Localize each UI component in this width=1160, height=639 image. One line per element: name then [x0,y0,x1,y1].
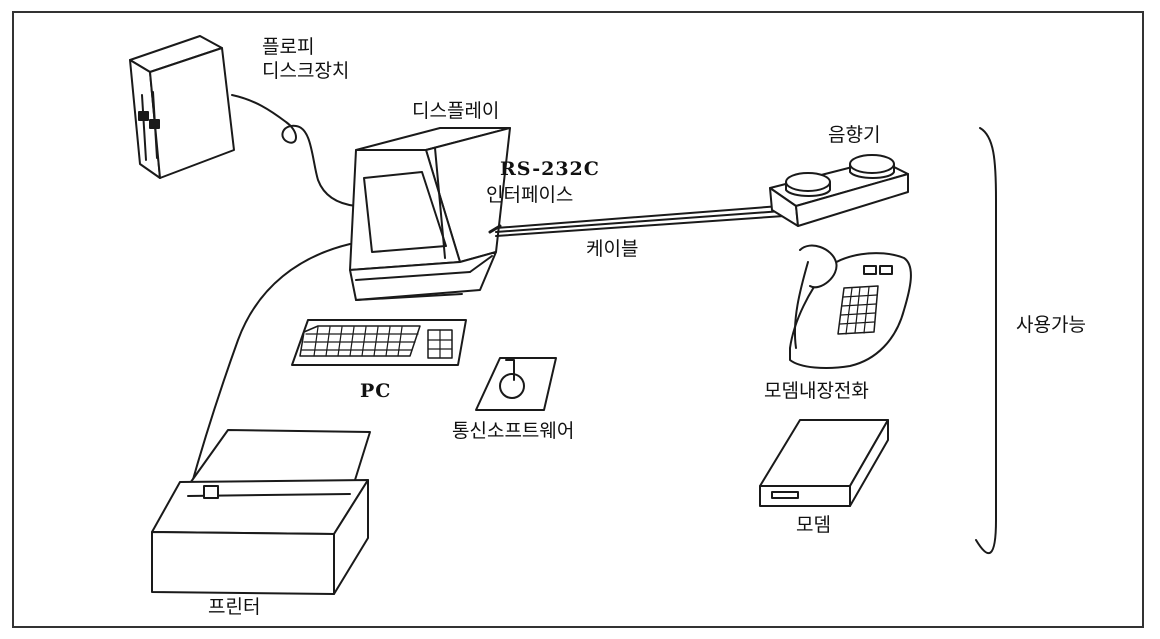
floppy-label-line2: 디스크장치 [262,60,350,82]
display-label: 디스플레이 [412,100,500,122]
floppy-label-line1: 플로피 [262,36,315,58]
keyboard-keys [301,326,419,357]
diskette-icon [475,357,557,411]
floppy-cable [231,94,357,207]
software-label: 통신소프트웨어 [452,420,575,442]
modem-label: 모뎀 [796,514,831,536]
printer-label: 프린터 [208,596,261,618]
telephone-keypad [839,286,878,335]
printer-icon [151,429,371,595]
diagram-frame [12,11,1144,628]
rs232c-label-line1: RS-232C [500,158,600,180]
usable-label: 사용가능 [1016,314,1086,336]
rs232c-cable [488,205,785,237]
pc-label: PC [360,380,392,402]
usable-brace [975,127,997,555]
keyboard-icon [291,319,467,366]
printer-cable [189,243,351,491]
pc-base-icon [349,251,497,301]
audio-coupler-icon [769,154,909,227]
modem-icon [759,419,889,507]
cable-label: 케이블 [586,238,639,260]
audio-coupler-label: 음향기 [828,124,881,146]
rs232c-label-line2: 인터페이스 [486,184,574,206]
floppy-drive-icon [129,35,235,179]
modem-telephone-label: 모뎀내장전화 [764,380,869,402]
modem-telephone-icon [789,244,912,369]
